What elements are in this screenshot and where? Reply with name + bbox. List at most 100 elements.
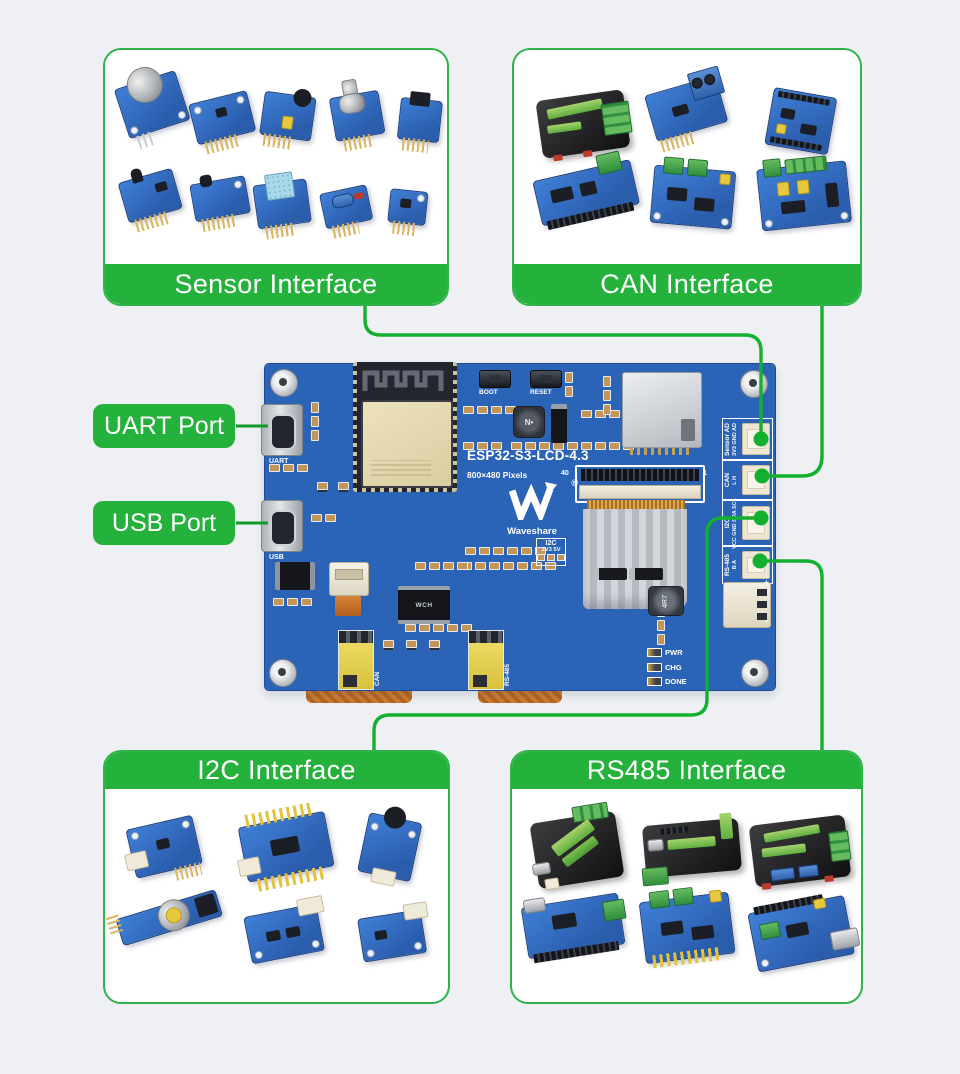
transistor-cluster (383, 640, 440, 648)
i2c-interface-title-bar: I2C Interface (105, 752, 448, 789)
usb-to-rs485-converter (529, 801, 625, 891)
uart-usbc-connector[interactable] (261, 404, 303, 456)
dual-rs485-hat (638, 886, 736, 969)
boot-label: BOOT (479, 389, 498, 396)
sound-sensor-module (259, 87, 317, 151)
battery-minus-label: - (765, 616, 768, 625)
soic8-chip (275, 562, 315, 590)
screw-icon (270, 369, 298, 397)
screw-icon (740, 370, 768, 398)
i2c-interface-box: I2C Interface (103, 750, 450, 1004)
reset-label: RESET (530, 389, 552, 396)
screw-icon (269, 659, 297, 687)
pico-can-board (532, 150, 641, 231)
jumper-label-1: I2C (545, 540, 557, 547)
done-label: DONE (665, 677, 687, 686)
can-interface-title: CAN Interface (600, 268, 774, 299)
smd-cluster (269, 464, 308, 472)
rs485-wire-dot (752, 553, 768, 569)
rs485-transceiver-part (468, 630, 504, 690)
smd-cluster (405, 624, 472, 632)
chg-led: CHG (647, 663, 682, 672)
board-resolution: 800×480 Pixels (467, 470, 528, 480)
uart-port-label: UART Port (93, 404, 235, 448)
light-sensor-module (188, 90, 257, 155)
can-wire-dot (754, 468, 770, 484)
smd-cluster (603, 376, 611, 415)
ir-receiver-module (189, 174, 252, 233)
rs485-db9-board (747, 894, 861, 973)
can-transceiver-part (338, 630, 374, 690)
led-icon (647, 648, 662, 657)
light-sensor-i2c-module (357, 901, 429, 963)
can-interface-title-bar: CAN Interface (514, 264, 860, 304)
sd-pins (630, 448, 692, 455)
boot-button[interactable] (479, 370, 511, 388)
battery-rtc-strip-module (105, 889, 224, 947)
waveshare-logo: ® Waveshare (490, 478, 578, 537)
smd-cluster (311, 514, 336, 522)
board-title: ESP32-S3-LCD-4.3 (467, 448, 589, 463)
mosfet-chip (551, 404, 567, 443)
battery-connector[interactable] (723, 582, 771, 628)
rs485-hat (520, 892, 627, 964)
flame-sensor-module (117, 167, 183, 233)
power-inductor-4r7: 4R7 (648, 586, 684, 616)
done-led: DONE (647, 677, 687, 686)
chg-label: CHG (665, 663, 682, 672)
smd-cluster (463, 442, 502, 450)
reset-button[interactable] (530, 370, 562, 388)
sensor-interface-title-bar: Sensor Interface (105, 264, 447, 304)
can-fd-hat (756, 155, 853, 232)
pwr-label: PWR (665, 648, 683, 657)
fpc-gold-contacts (587, 500, 685, 509)
can-shield-board (764, 87, 838, 156)
pwr-led: PWR (647, 648, 683, 657)
sensor-interface-box: Sensor Interface (103, 48, 449, 306)
sensor-interface-title: Sensor Interface (174, 268, 378, 299)
smd-cluster (465, 547, 546, 555)
ir-temperature-module (357, 804, 423, 887)
antenna-icon (362, 370, 444, 391)
waveshare-logo-icon (508, 482, 558, 520)
rtc-module (124, 814, 203, 881)
can-wire (766, 305, 824, 478)
esp32-s3-module (353, 362, 457, 492)
can-transceiver-module (644, 65, 729, 153)
esp32-board: UART USB BOOT RESET N• ESP32-S3-LCD-4.3 … (261, 362, 776, 691)
fpc-pin40-label: 40 (561, 470, 569, 477)
smd-cluster (273, 598, 312, 606)
sensor-wire-dot (753, 431, 769, 447)
registered-mark: ® (571, 478, 578, 488)
gas-sensor-module (113, 62, 191, 150)
usb-port-label: USB Port (93, 501, 235, 545)
rs485-interface-title: RS485 Interface (586, 755, 787, 785)
rs485-interface-title-bar: RS485 Interface (512, 752, 861, 789)
rs485-wire (760, 559, 824, 751)
can-interface-box: CAN Interface (512, 48, 862, 306)
usb-port-label-text: USB Port (111, 508, 217, 537)
industrial-can-converter (535, 89, 633, 162)
led-icon (647, 663, 662, 672)
usb-usbc-connector[interactable] (261, 500, 303, 552)
wch-usb-chip: WCH (398, 586, 450, 624)
i2c-wire (372, 516, 761, 751)
io-expander-module (236, 801, 335, 892)
temperature-sensor-module (396, 90, 443, 154)
i2c-voltage-jumper[interactable]: I2C 3V3 5V (536, 538, 566, 566)
smd-cluster (415, 562, 468, 570)
rs485-serial-converter (641, 812, 743, 887)
sd-card-slot[interactable] (622, 372, 702, 448)
uart-port-label-text: UART Port (104, 411, 224, 440)
esp32-shield (361, 400, 453, 488)
uart-silk-label: UART (269, 458, 289, 465)
brand-label: Waveshare (507, 526, 557, 537)
tilt-sensor-module (318, 184, 374, 239)
screw-icon (741, 659, 769, 687)
smd-cluster (565, 372, 573, 397)
jumper-pads (537, 554, 565, 561)
dual-can-hat (649, 156, 737, 230)
touch-flex-cable (335, 596, 361, 616)
